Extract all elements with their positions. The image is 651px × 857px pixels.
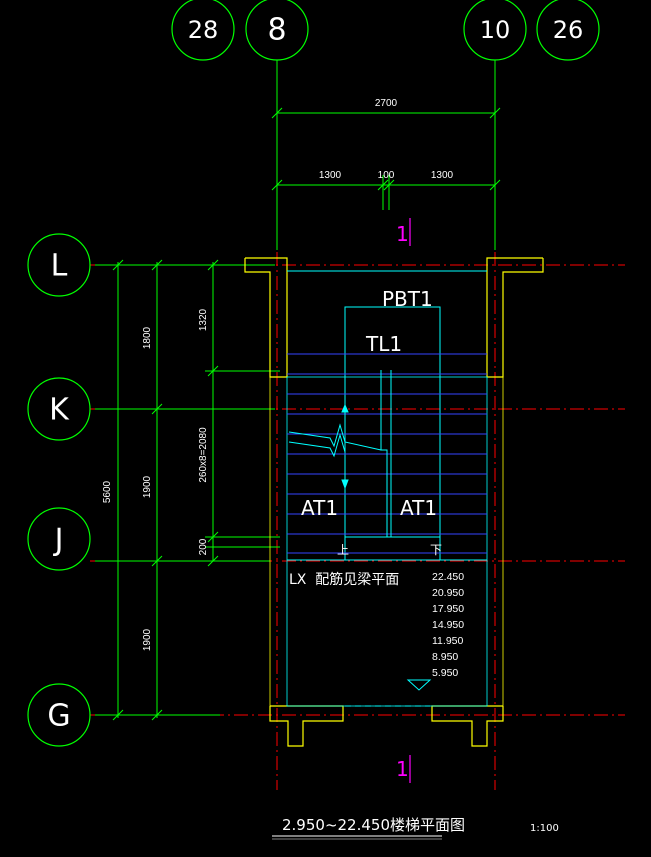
dim-left-total: 5600 bbox=[102, 480, 113, 503]
section-label-bottom: 1 bbox=[396, 757, 409, 781]
axis-bubble-26: 26 bbox=[536, 0, 600, 61]
label-at1-right: AT1 bbox=[400, 496, 437, 520]
drawing-title: 2.950~22.450楼梯平面图 bbox=[282, 816, 465, 834]
label-pbt1: PBT1 bbox=[382, 287, 433, 311]
dim-left-3: 1900 bbox=[142, 628, 153, 651]
axis-bubble-L: L bbox=[27, 233, 91, 297]
label-tl1: TL1 bbox=[365, 332, 402, 356]
stair-labels: PBT1 TL1 AT1 AT1 上 下 LX 配筋见梁平面 bbox=[289, 287, 442, 588]
axis-bubbles-vertical: 28 8 10 26 bbox=[171, 0, 600, 61]
section-marks: 1 1 bbox=[396, 218, 411, 783]
dim-inner-3: 200 bbox=[198, 538, 209, 555]
stair-break-line bbox=[288, 370, 392, 537]
elevation-item: 8.950 bbox=[432, 651, 458, 663]
axis-label-10: 10 bbox=[480, 16, 511, 44]
elevation-item: 17.950 bbox=[432, 603, 464, 615]
axis-bubble-G: G bbox=[27, 683, 91, 747]
axis-label-L: L bbox=[51, 249, 68, 284]
dim-top-mid: 100 bbox=[378, 170, 395, 181]
title-block: 2.950~22.450楼梯平面图 1:100 bbox=[272, 816, 559, 840]
drawing-scale: 1:100 bbox=[530, 823, 559, 834]
axis-grid-lines bbox=[90, 60, 625, 790]
axis-label-28: 28 bbox=[188, 16, 219, 44]
label-lx-note: LX 配筋见梁平面 bbox=[289, 571, 399, 588]
dim-inner-2: 260x8=2080 bbox=[198, 427, 209, 483]
dim-top-total: 2700 bbox=[375, 98, 398, 109]
section-label-top: 1 bbox=[396, 222, 409, 246]
axis-bubble-J: J bbox=[27, 507, 91, 571]
dim-left-2: 1900 bbox=[142, 475, 153, 498]
axis-label-J: J bbox=[53, 523, 64, 558]
axis-bubbles-horizontal: L K J G bbox=[27, 233, 91, 747]
dim-top-right: 1300 bbox=[431, 170, 454, 181]
dimension-lines bbox=[95, 60, 501, 721]
axis-bubble-28: 28 bbox=[171, 0, 235, 61]
axis-label-8: 8 bbox=[267, 13, 286, 48]
elevation-item: 20.950 bbox=[432, 587, 464, 599]
axis-label-K: K bbox=[49, 393, 70, 428]
elevation-item: 22.450 bbox=[432, 571, 464, 583]
label-at1-left: AT1 bbox=[301, 496, 338, 520]
axis-label-26: 26 bbox=[553, 16, 584, 44]
elevation-item: 5.950 bbox=[432, 667, 458, 679]
elevation-item: 14.950 bbox=[432, 619, 464, 631]
walls bbox=[244, 257, 544, 747]
axis-bubble-K: K bbox=[27, 377, 91, 441]
axis-bubble-8: 8 bbox=[245, 0, 309, 61]
dim-inner-1: 1320 bbox=[198, 308, 209, 331]
axis-label-G: G bbox=[47, 699, 70, 734]
elevation-list: 22.450 20.950 17.950 14.950 11.950 8.950… bbox=[432, 571, 464, 679]
label-down: 下 bbox=[430, 543, 442, 557]
dim-left-1: 1800 bbox=[142, 326, 153, 349]
dimension-texts: 2700 1300 100 1300 5600 1800 1900 1900 1… bbox=[102, 98, 454, 651]
direction-marks bbox=[406, 679, 432, 691]
dim-top-left: 1300 bbox=[319, 170, 342, 181]
label-up: 上 bbox=[337, 543, 349, 557]
axis-bubble-10: 10 bbox=[463, 0, 527, 61]
elevation-item: 11.950 bbox=[432, 635, 463, 647]
